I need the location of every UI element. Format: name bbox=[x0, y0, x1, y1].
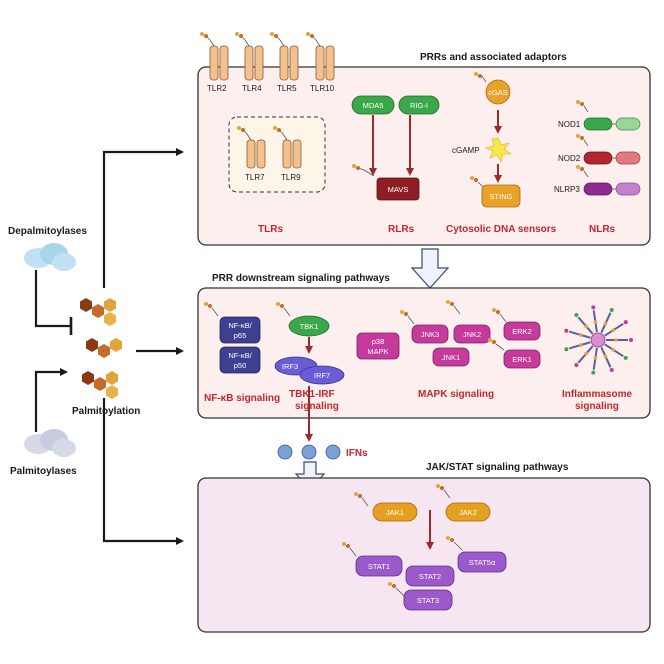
p38-node: p38 MAPK bbox=[356, 332, 400, 360]
mavs-label: MAVS bbox=[388, 185, 409, 194]
stat5a-label: STAT5α bbox=[469, 558, 496, 567]
tlr4-label: TLR4 bbox=[242, 84, 262, 93]
irf7-node: IRF7 bbox=[299, 365, 345, 385]
flow-arrow-1 bbox=[410, 248, 450, 289]
cgamp-star-icon bbox=[485, 137, 512, 163]
panel2-title: PRR downstream signaling pathways bbox=[212, 273, 390, 284]
cat-nfkb: NF-κB signaling bbox=[204, 393, 280, 404]
palmitoylation-chains bbox=[80, 298, 122, 399]
tlr7-label: TLR7 bbox=[245, 173, 265, 182]
nod1-label: NOD1 bbox=[558, 120, 581, 129]
panel3-title: JAK/STAT signaling pathways bbox=[426, 462, 569, 473]
nlrp3-node bbox=[576, 165, 641, 196]
mda5-label: MDA5 bbox=[363, 101, 384, 110]
nfkb-p50-line1: NF-κB/ bbox=[228, 351, 252, 360]
erk1-label: ERK1 bbox=[512, 355, 532, 364]
cat-inflammasome-line1: Inflammasome bbox=[562, 389, 632, 400]
stat3-label: STAT3 bbox=[417, 596, 439, 605]
inhibition-connector bbox=[34, 270, 70, 328]
endosomal-tlrs bbox=[237, 126, 302, 169]
p38-line2: MAPK bbox=[367, 347, 388, 356]
palmitoylases-label: Palmitoylases bbox=[10, 466, 77, 477]
nod2-node bbox=[576, 134, 641, 165]
palmitoylases-cloud bbox=[24, 429, 76, 457]
cgamp-label: cGAMP bbox=[452, 146, 480, 155]
stat2-node: STAT2 bbox=[405, 565, 455, 587]
cat-tbk1-line2: signaling bbox=[295, 401, 339, 412]
jnk3-node: JNK3 bbox=[400, 310, 449, 344]
jak1-node: JAK1 bbox=[354, 492, 418, 522]
rigi-node: RIG-I bbox=[398, 95, 440, 115]
sting-node: STING bbox=[470, 176, 521, 208]
panel1-box bbox=[197, 66, 651, 246]
endosome-box bbox=[228, 116, 326, 193]
mavs-node: MAVS bbox=[352, 164, 420, 201]
cat-rlrs: RLRs bbox=[388, 224, 415, 235]
nfkb-p65-line2: p65 bbox=[234, 331, 247, 340]
irf3-label: IRF3 bbox=[282, 362, 298, 371]
nfkb-p50-node: NF-κB/ p50 bbox=[219, 346, 261, 374]
jak2-label: JAK2 bbox=[459, 508, 477, 517]
stat5a-node: STAT5α bbox=[446, 536, 507, 573]
palmitoylation-label: Palmitoylation bbox=[72, 406, 140, 417]
cat-inflammasome-line2: signaling bbox=[575, 401, 619, 412]
p38-line1: p38 bbox=[372, 337, 385, 346]
tbk1-label: TBK1 bbox=[300, 322, 319, 331]
nlrp3-label: NLRP3 bbox=[554, 185, 580, 194]
ifns-label: IFNs bbox=[346, 448, 368, 459]
arrow-to-prr-panel bbox=[102, 148, 184, 288]
ifn-molecules bbox=[277, 444, 341, 460]
tlr2-label: TLR2 bbox=[207, 84, 227, 93]
panel3-box bbox=[197, 477, 651, 633]
irf7-label: IRF7 bbox=[314, 371, 330, 380]
erk1-node: ERK1 bbox=[488, 338, 541, 369]
nfkb-p65-node: NF-κB/ p65 bbox=[204, 302, 261, 344]
nfkb-p50-line2: p50 bbox=[234, 361, 247, 370]
sting-label: STING bbox=[490, 192, 513, 201]
tlr5-label: TLR5 bbox=[277, 84, 297, 93]
activation-arrow bbox=[34, 368, 68, 432]
jak1-label: JAK1 bbox=[386, 508, 404, 517]
jnk1-node: JNK1 bbox=[432, 347, 470, 367]
nfkb-p65-line1: NF-κB/ bbox=[228, 321, 252, 330]
jak2-node: JAK2 bbox=[436, 484, 491, 522]
erk2-node: ERK2 bbox=[492, 308, 541, 341]
cat-tlrs: TLRs bbox=[258, 224, 283, 235]
stat3-node: STAT3 bbox=[388, 582, 453, 611]
surface-tlrs bbox=[200, 32, 335, 81]
stat2-label: STAT2 bbox=[419, 572, 441, 581]
jnk2-node: JNK2 bbox=[446, 300, 491, 344]
rigi-label: RIG-I bbox=[410, 101, 428, 110]
mda5-node: MDA5 bbox=[351, 95, 395, 115]
cat-nlrs: NLRs bbox=[589, 224, 616, 235]
depalmitoylases-cloud bbox=[24, 243, 76, 271]
nod1-node bbox=[576, 100, 641, 131]
erk2-label: ERK2 bbox=[512, 327, 532, 336]
tlr10-label: TLR10 bbox=[310, 84, 335, 93]
depalmitoylases-label: Depalmitoylases bbox=[8, 226, 87, 237]
panel1-title: PRRs and associated adaptors bbox=[420, 52, 567, 63]
jnk1-label: JNK1 bbox=[442, 353, 460, 362]
tlr9-label: TLR9 bbox=[281, 173, 301, 182]
jnk2-label: JNK2 bbox=[463, 330, 481, 339]
cat-tbk1-line1: TBK1-IRF bbox=[289, 389, 335, 400]
cat-mapk: MAPK signaling bbox=[418, 389, 494, 400]
tbk1-node: TBK1 bbox=[276, 302, 330, 337]
stat1-node: STAT1 bbox=[342, 542, 403, 577]
stat1-label: STAT1 bbox=[368, 562, 390, 571]
cgas-node: cGAS bbox=[474, 72, 511, 105]
nod2-label: NOD2 bbox=[558, 154, 581, 163]
inflammasome-icon bbox=[564, 305, 633, 375]
cat-dna-sensors: Cytosolic DNA sensors bbox=[446, 224, 557, 235]
jnk3-label: JNK3 bbox=[421, 330, 439, 339]
cgas-label: cGAS bbox=[488, 88, 508, 97]
arrow-to-jakstat-panel bbox=[102, 398, 184, 545]
